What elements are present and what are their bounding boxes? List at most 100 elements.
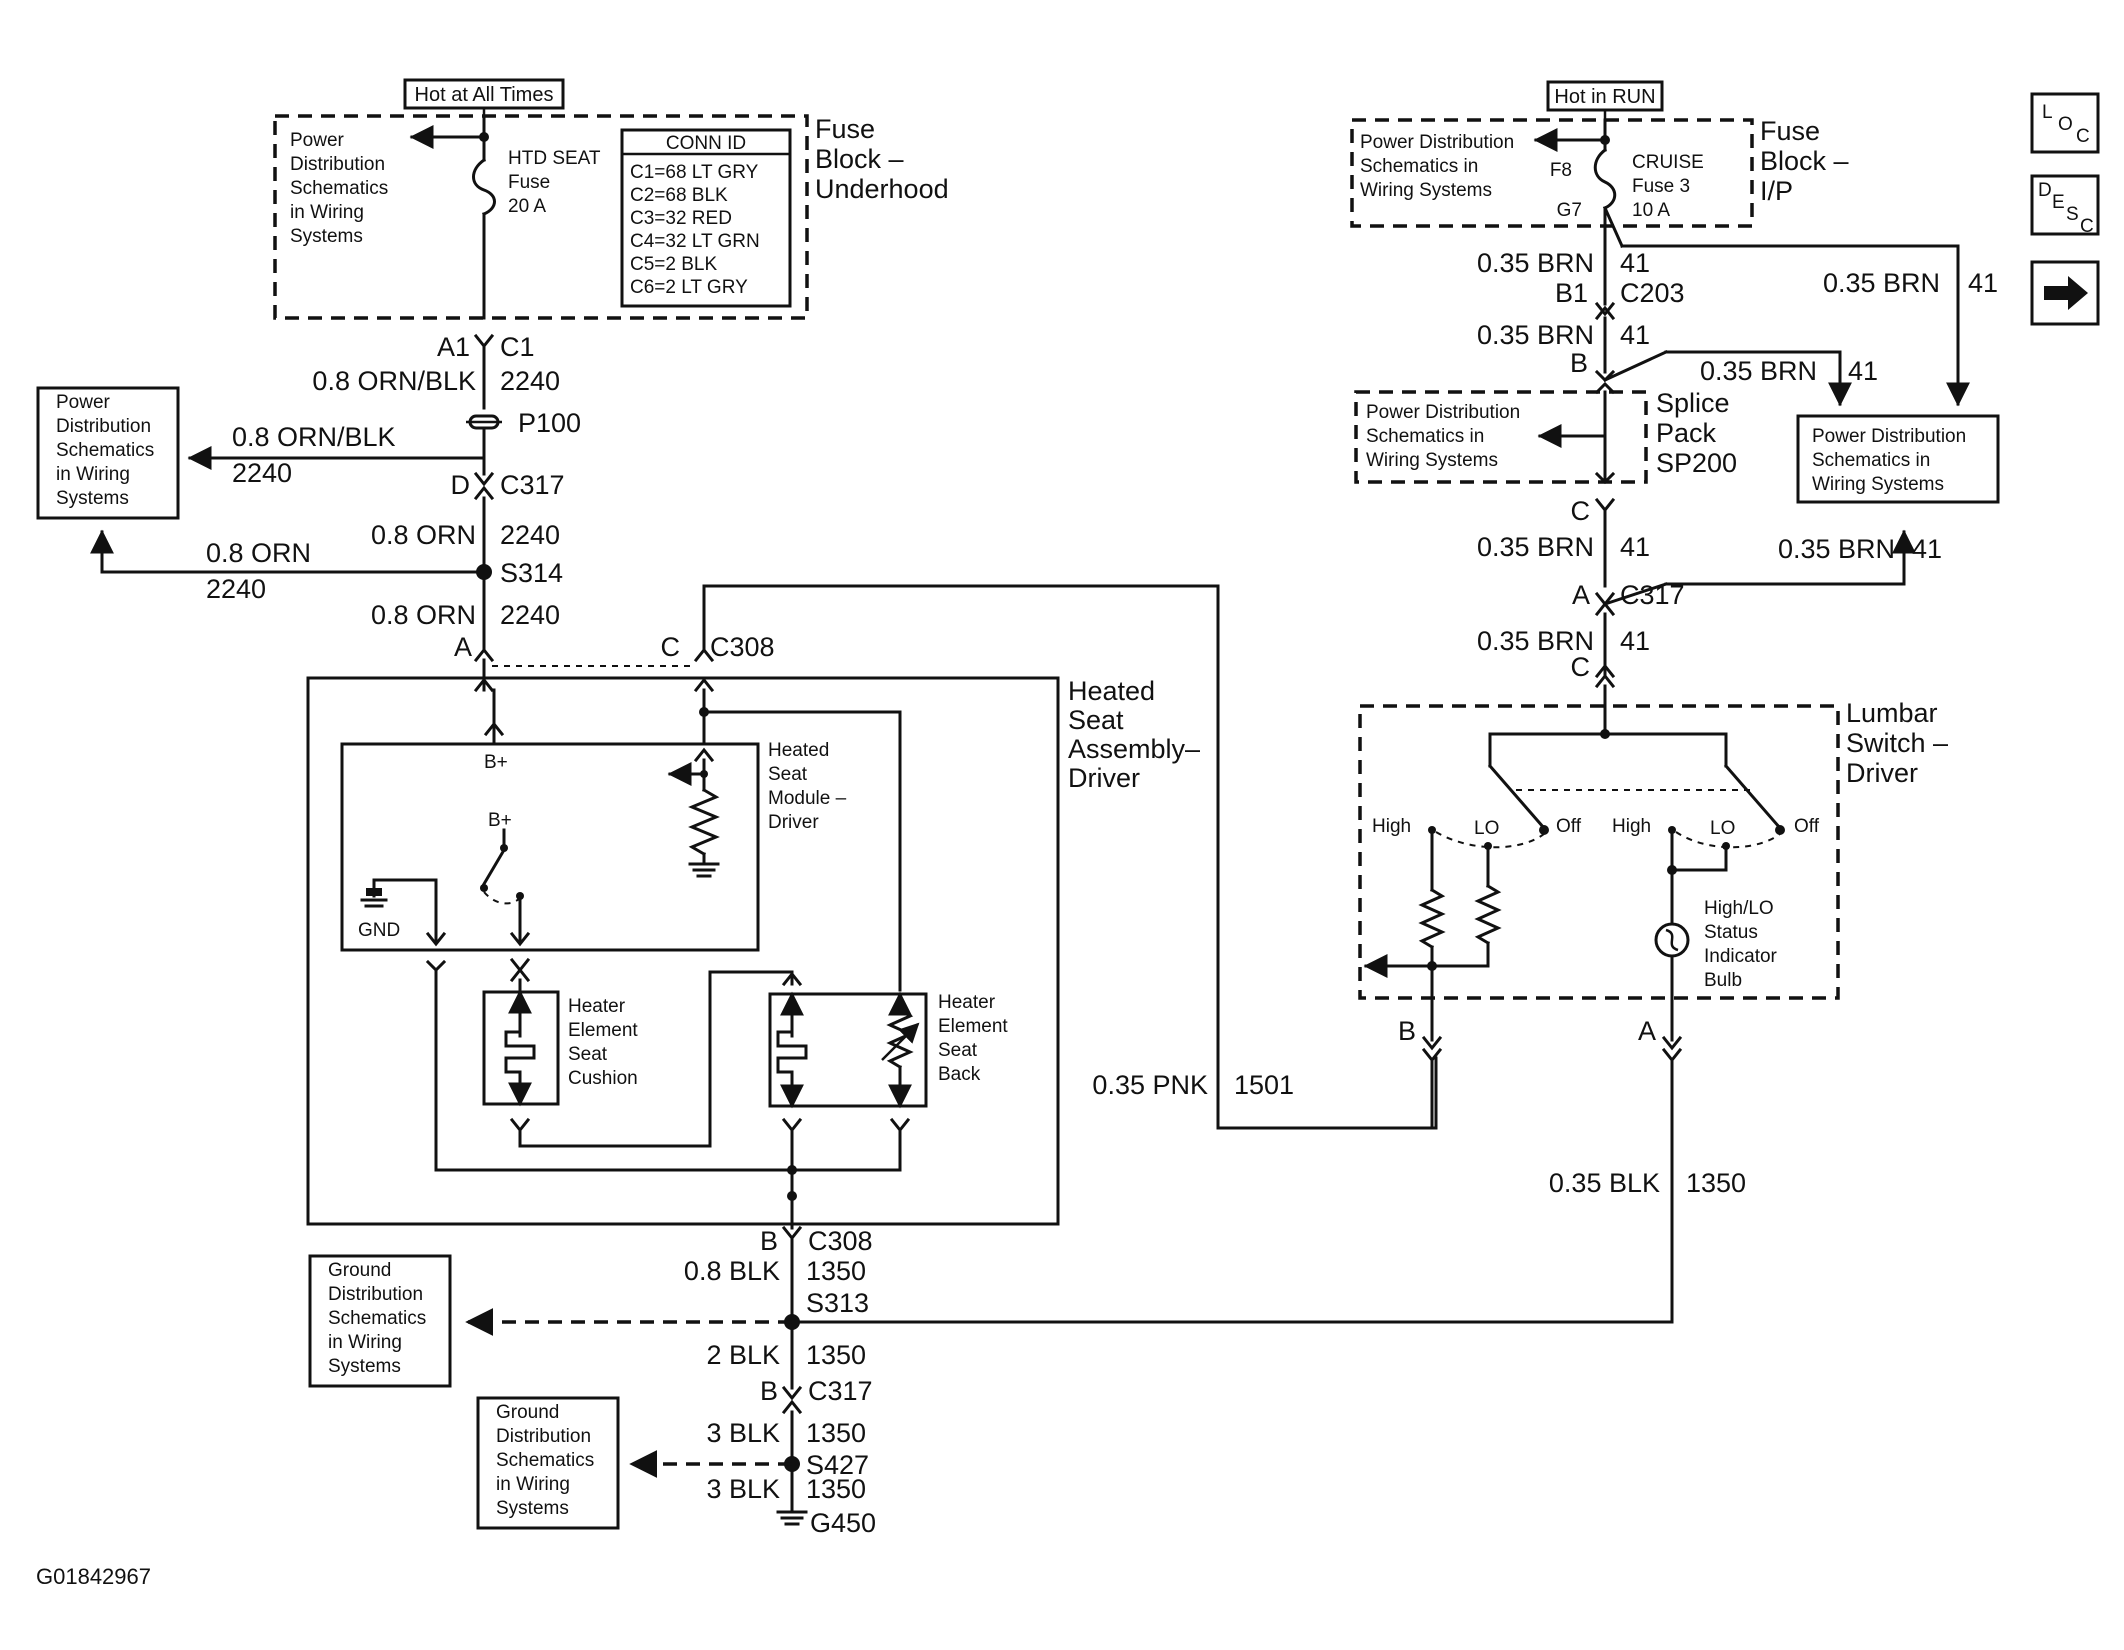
branch-wire-orn-blk: 0.8 ORN/BLK [232, 422, 396, 452]
pd-box-right-1: Power Distribution [1812, 426, 1966, 447]
pd-ref-underhood-4: in Wiring [290, 202, 364, 223]
module-gnd-label: GND [358, 920, 400, 941]
branch-number-2240: 2240 [232, 458, 292, 488]
htd-seat-fuse-label-3: 20 A [508, 196, 546, 217]
splice-pack-label-2: Pack [1656, 418, 1717, 448]
switch-bplus-label: B+ [488, 810, 512, 831]
module-label-1: Heated [768, 740, 829, 761]
cruise-fuse-label-1: CRUISE [1632, 152, 1704, 173]
bulb-label-2: Status [1704, 922, 1758, 943]
connector-c-after-splice: C [1571, 496, 1591, 526]
connector-c308-top: C308 [710, 632, 775, 662]
pd-box-left-4: in Wiring [56, 464, 130, 485]
pd-box-left-2: Distribution [56, 416, 151, 437]
next-arrow-icon[interactable] [2030, 260, 2100, 326]
fuse-block-ip: Hot in RUN Fuse Block – I/P Power Distri… [1350, 80, 1849, 228]
ground-distribution-ref-box-2[interactable] [476, 1396, 620, 1530]
back-label-2: Element [938, 1016, 1008, 1037]
heater-element-back [768, 992, 928, 1108]
svg-text:S: S [2066, 204, 2079, 225]
location-icon[interactable]: L O C [2030, 92, 2100, 154]
wire-label-blk-2: 2 BLK [706, 1340, 780, 1370]
conn-id-c6: C6=2 LT GRY [630, 277, 748, 298]
ground-distribution-ref-box-1[interactable] [308, 1254, 452, 1388]
pd-ref-ip-2: Schematics in [1360, 156, 1478, 177]
gd-box2-2: Distribution [496, 1426, 591, 1447]
svg-text:O: O [2058, 114, 2073, 135]
module-label-4: Driver [768, 812, 819, 833]
pd-box-left-3: Schematics [56, 440, 154, 461]
back-label-3: Seat [938, 1040, 978, 1061]
lumbar-high-1: High [1372, 816, 1411, 837]
figure-id: G01842967 [36, 1564, 151, 1589]
hot-in-run-tag [1546, 80, 1664, 112]
wire-label-orn-1: 0.8 ORN [371, 520, 476, 550]
description-icon[interactable]: D E S C [2030, 174, 2100, 237]
splice-pack-label-3: SP200 [1656, 448, 1737, 478]
lumbar-pin-b: B [1398, 1016, 1416, 1046]
lumbar-off-2: Off [1794, 816, 1820, 837]
bulb-label-3: Indicator [1704, 946, 1778, 967]
wire-number-41-d: 41 [1620, 626, 1650, 656]
splice-s313-label: S313 [806, 1288, 869, 1318]
wire-label-blk-3a: 3 BLK [706, 1418, 780, 1448]
lumbar-high-2: High [1612, 816, 1651, 837]
wire-number-41-b: 41 [1620, 320, 1650, 350]
splice-ref-3: Wiring Systems [1366, 450, 1498, 471]
back-label-4: Back [938, 1064, 981, 1085]
connector-b-c317: B [760, 1376, 778, 1406]
connector-b-sp200: B [1570, 348, 1588, 378]
branch2-wire-brn: 0.35 BRN [1778, 534, 1895, 564]
htd-seat-fuse-label-2: Fuse [508, 172, 550, 193]
far-wire-number-41: 41 [1968, 268, 1998, 298]
fuse-block-underhood-title-2: Block – [815, 144, 904, 174]
power-distribution-ref-box-right[interactable] [1796, 414, 2000, 504]
module-bplus-label: B+ [484, 752, 508, 773]
fuse-block-underhood: Hot at All Times Fuse Block – Underhood … [273, 78, 949, 320]
splice-ref-2: Schematics in [1366, 426, 1484, 447]
cushion-label-3: Seat [568, 1044, 608, 1065]
wire-label-blk-035: 0.35 BLK [1549, 1168, 1660, 1198]
connector-c317-left: C317 [500, 470, 565, 500]
fuse-block-underhood-title-1: Fuse [815, 114, 875, 144]
wire-number-2240-b: 2240 [500, 520, 560, 550]
gd-box1-1: Ground [328, 1260, 391, 1281]
wire-number-2240-a: 2240 [500, 366, 560, 396]
connector-d: D [451, 470, 471, 500]
gd-box1-2: Distribution [328, 1284, 423, 1305]
wire-number-1501: 1501 [1234, 1070, 1294, 1100]
branch2-number-2240: 2240 [206, 574, 266, 604]
conn-id-c4: C4=32 LT GRN [630, 231, 760, 252]
lumbar-title-1: Lumbar [1846, 698, 1938, 728]
splice-s427-label: S427 [806, 1450, 869, 1480]
power-distribution-ref-box-left[interactable] [36, 386, 180, 520]
lumbar-switch-driver: Lumbar Switch – Driver High LO Off High … [1216, 698, 1948, 1324]
back-label-1: Heater [938, 992, 996, 1013]
conn-id-c1: C1=68 LT GRY [630, 162, 759, 183]
connector-a1: A1 [437, 332, 470, 362]
seat-assembly-title-1: Heated [1068, 676, 1155, 706]
ground-g450-label: G450 [810, 1508, 876, 1538]
wire-label-brn-1: 0.35 BRN [1477, 248, 1594, 278]
connector-b1: B1 [1555, 278, 1588, 308]
svg-text:L: L [2042, 102, 2053, 123]
thermistor-symbol [886, 1007, 914, 1070]
module-resistor-symbol [688, 787, 720, 857]
svg-text:C: C [2076, 126, 2090, 147]
fuse-block-ip-title-2: Block – [1760, 146, 1849, 176]
wire-label-brn-3: 0.35 BRN [1477, 532, 1594, 562]
hot-in-run-label: Hot in RUN [1554, 86, 1655, 108]
svg-text:D: D [2038, 180, 2052, 201]
connector-c1: C1 [500, 332, 535, 362]
left-supply-circuit: A1 C1 0.8 ORN/BLK 2240 P100 0.8 ORN/BLK … [36, 332, 1438, 1130]
splice-pack-sp200 [1354, 390, 1648, 484]
gd-box2-5: Systems [496, 1498, 569, 1519]
module-label-3: Module – [768, 788, 847, 809]
lumbar-title-3: Driver [1846, 758, 1918, 788]
connector-c-lumbar: C [1571, 652, 1591, 682]
splice-ref-1: Power Distribution [1366, 402, 1520, 423]
pd-box-right-3: Wiring Systems [1812, 474, 1944, 495]
pd-ref-underhood-2: Distribution [290, 154, 385, 175]
pd-box-left-1: Power [56, 392, 111, 413]
bulb-label-1: High/LO [1704, 898, 1774, 919]
